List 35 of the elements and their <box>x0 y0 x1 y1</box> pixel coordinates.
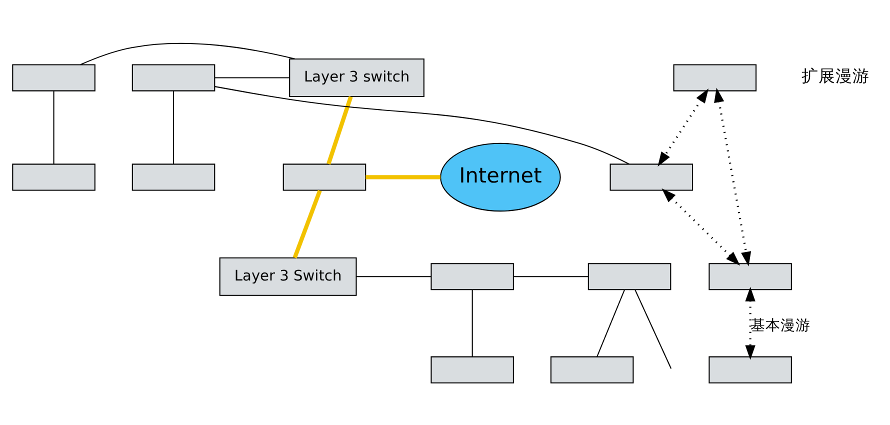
arrow <box>714 87 752 266</box>
connector <box>513 276 588 277</box>
node-box <box>132 163 216 190</box>
node-box <box>708 262 792 290</box>
node-box <box>132 64 216 91</box>
node-box: Layer 3 Switch <box>219 256 357 296</box>
connector <box>326 96 353 164</box>
connector <box>80 42 296 65</box>
connector <box>366 174 440 179</box>
node-box <box>430 262 514 290</box>
connector <box>292 189 322 258</box>
node-box <box>430 356 514 383</box>
node-box <box>673 64 757 91</box>
node-box <box>610 163 694 190</box>
arrow <box>745 286 756 360</box>
connector <box>173 90 174 164</box>
node-box <box>12 163 96 190</box>
connector <box>356 276 432 277</box>
node-ellipse: Internet <box>440 142 561 212</box>
connector <box>472 289 473 356</box>
connector <box>596 289 625 356</box>
connector <box>53 90 54 164</box>
connector <box>214 76 290 78</box>
node-box <box>12 64 96 91</box>
connector <box>214 86 630 164</box>
node-box <box>708 356 792 383</box>
connector <box>634 289 672 368</box>
label: 扩展漫游 <box>802 66 870 86</box>
arrow <box>662 188 740 266</box>
node-box <box>588 262 672 290</box>
edge-label: 基本漫游 <box>750 316 811 334</box>
arrow <box>658 88 709 166</box>
node-box <box>550 356 634 383</box>
node-box: Layer 3 switch <box>289 58 424 97</box>
node-box <box>282 163 366 190</box>
